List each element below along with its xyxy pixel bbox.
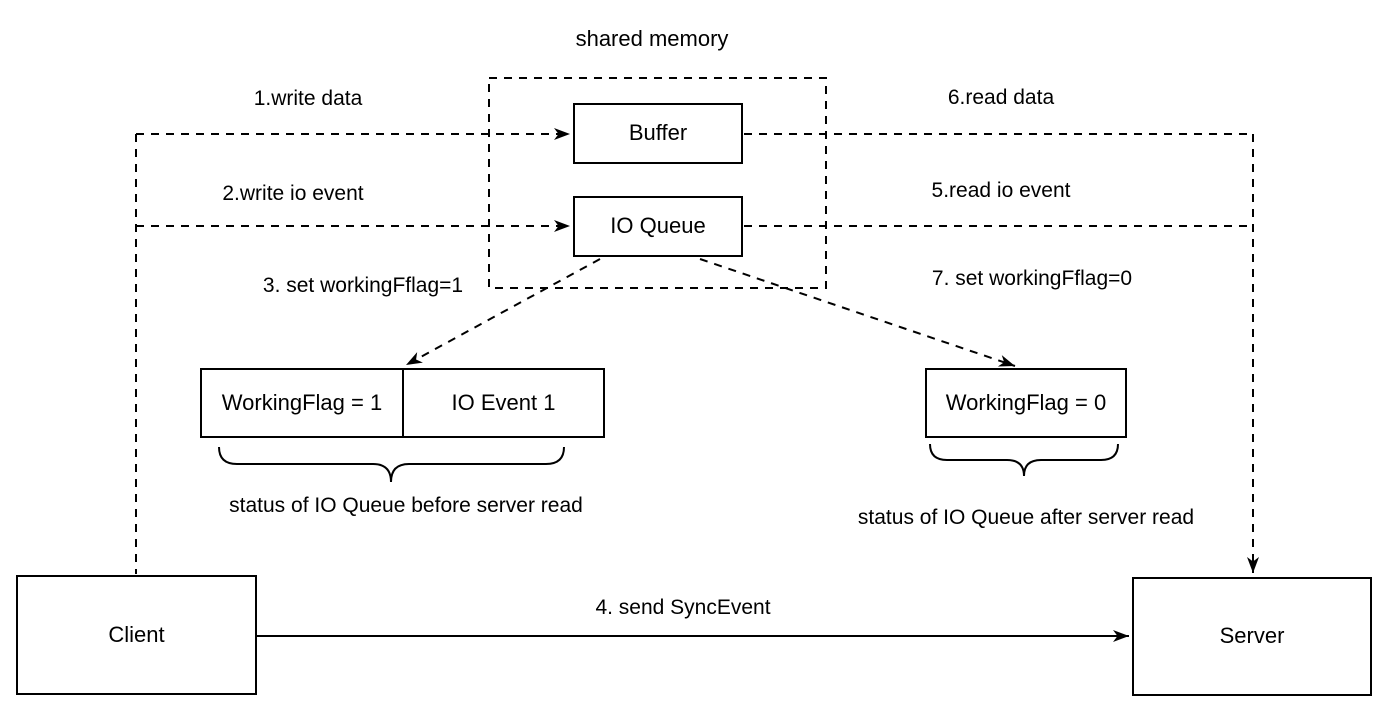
buffer-node: Buffer — [573, 103, 743, 164]
annotation-status-after: status of IO Queue after server read — [857, 506, 1195, 529]
io-event-1-cell: IO Event 1 — [404, 370, 603, 436]
client-node: Client — [16, 575, 257, 695]
server-node-label: Server — [1219, 623, 1285, 649]
io-queue-node: IO Queue — [573, 196, 743, 257]
client-node-label: Client — [108, 621, 165, 647]
edge-set-flag-0 — [699, 258, 1016, 367]
shared-memory-title: shared memory — [575, 26, 729, 51]
working-flag-0-node: WorkingFlag = 0 — [925, 368, 1127, 438]
edge-label-set-flag-1: 3. set workingFflag=1 — [262, 274, 464, 297]
edge-label-read-data: 6.read data — [947, 86, 1055, 109]
edge-label-write-data: 1.write data — [253, 87, 363, 110]
annotation-status-before: status of IO Queue before server read — [229, 494, 583, 517]
edge-label-write-io-event: 2.write io event — [222, 182, 364, 205]
edge-label-send-syncevent: 4. send SyncEvent — [595, 596, 771, 619]
io-queue-status-before-row: WorkingFlag = 1 IO Event 1 — [200, 368, 605, 438]
buffer-node-label: Buffer — [628, 120, 688, 146]
io-event-1-label: IO Event 1 — [451, 390, 556, 415]
working-flag-1-label: WorkingFlag = 1 — [221, 390, 383, 415]
io-queue-node-label: IO Queue — [610, 213, 706, 239]
edge-set-flag-1 — [405, 258, 601, 366]
edge-label-set-flag-0: 7. set workingFflag=0 — [931, 267, 1133, 290]
server-node: Server — [1132, 577, 1372, 696]
brace-before — [218, 446, 565, 483]
working-flag-0-label: WorkingFlag = 0 — [945, 389, 1107, 415]
shared-memory-container — [488, 77, 827, 289]
edge-label-read-io-event: 5.read io event — [931, 179, 1071, 202]
working-flag-1-cell: WorkingFlag = 1 — [202, 370, 404, 436]
brace-after — [929, 443, 1119, 477]
